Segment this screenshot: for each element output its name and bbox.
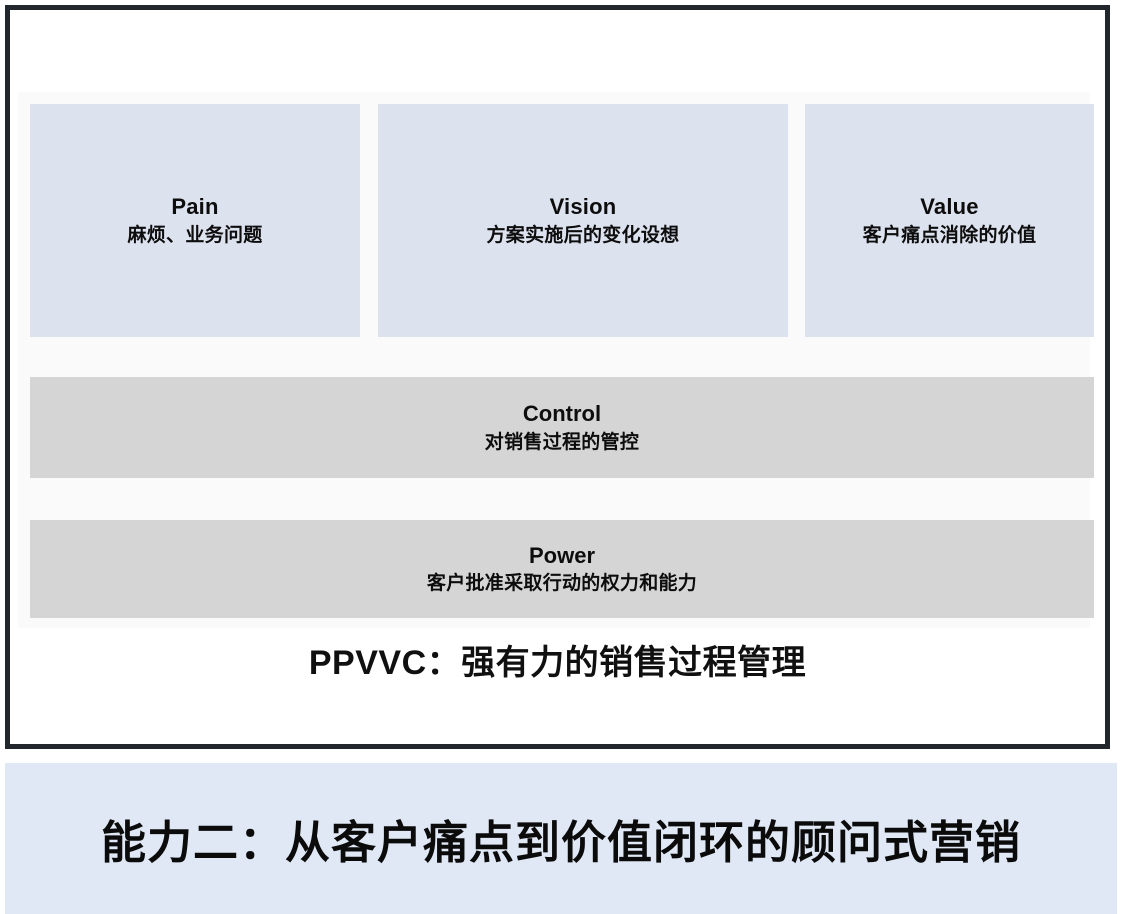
concept-box-vision[interactable]: Vision 方案实施后的变化设想 (378, 104, 788, 337)
concept-box-pain[interactable]: Pain 麻烦、业务问题 (30, 104, 360, 337)
concept-box-vision-subtitle: 方案实施后的变化设想 (486, 224, 680, 246)
concept-box-row: Pain 麻烦、业务问题 Vision 方案实施后的变化设想 Value 客户痛… (18, 92, 1094, 337)
footer-banner-title: 能力二：从客户痛点到价值闭环的顾问式营销 (100, 817, 1021, 868)
concept-bar-control[interactable]: Control 对销售过程的管控 (30, 377, 1094, 478)
concept-bar-control-title: Control (522, 401, 602, 426)
concept-bar-power-title: Power (528, 542, 596, 568)
concept-bar-control-subtitle: 对销售过程的管控 (484, 431, 640, 453)
ppvvc-diagram: Pain 麻烦、业务问题 Vision 方案实施后的变化设想 Value 客户痛… (18, 92, 1094, 628)
concept-box-value-subtitle: 客户痛点消除的价值 (862, 224, 1037, 246)
diagram-caption: PPVVC：强有力的销售过程管理 (308, 644, 807, 682)
concept-box-pain-title: Pain (171, 194, 219, 219)
concept-box-vision-title: Vision (549, 194, 617, 219)
concept-bar-power-subtitle: 客户批准采取行动的权力和能力 (426, 573, 698, 595)
footer-banner: 能力二：从客户痛点到价值闭环的顾问式营销 (5, 763, 1117, 914)
concept-box-pain-subtitle: 麻烦、业务问题 (127, 224, 263, 246)
slide-panel: Pain 麻烦、业务问题 Vision 方案实施后的变化设想 Value 客户痛… (5, 5, 1110, 749)
concept-box-value-title: Value (920, 194, 979, 219)
concept-bar-power[interactable]: Power 客户批准采取行动的权力和能力 (30, 520, 1094, 618)
concept-box-value[interactable]: Value 客户痛点消除的价值 (805, 104, 1094, 337)
